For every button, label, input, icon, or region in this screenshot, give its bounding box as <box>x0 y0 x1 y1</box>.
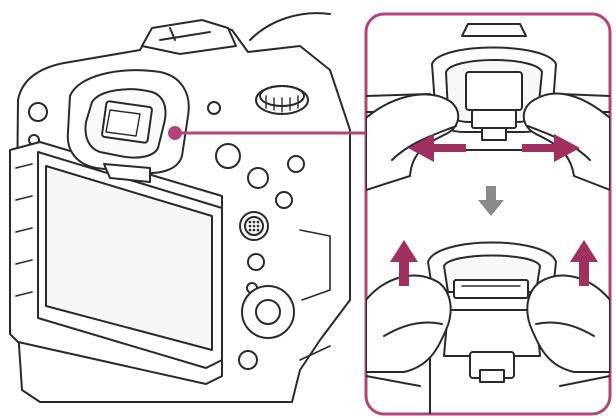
step2-viewfinder-tab <box>480 370 504 382</box>
right-button-b <box>276 192 292 208</box>
right-button-a <box>288 156 304 172</box>
detail-panel <box>366 14 610 414</box>
camera-rear-view-icon <box>10 13 350 402</box>
eyecup-icon <box>68 70 189 182</box>
camera-grip-curve <box>250 13 330 40</box>
control-wheel-icon <box>242 286 294 338</box>
top-button <box>208 102 220 114</box>
hot-shoe <box>142 20 236 54</box>
step2-viewfinder-housing <box>444 310 540 356</box>
trash-button <box>239 351 257 369</box>
left-button-1 <box>29 103 47 121</box>
menu-button <box>248 254 264 270</box>
af-on-button <box>216 144 240 168</box>
step1-hotshoe <box>462 24 526 36</box>
multi-selector-icon <box>240 212 268 240</box>
ael-button <box>248 168 268 188</box>
